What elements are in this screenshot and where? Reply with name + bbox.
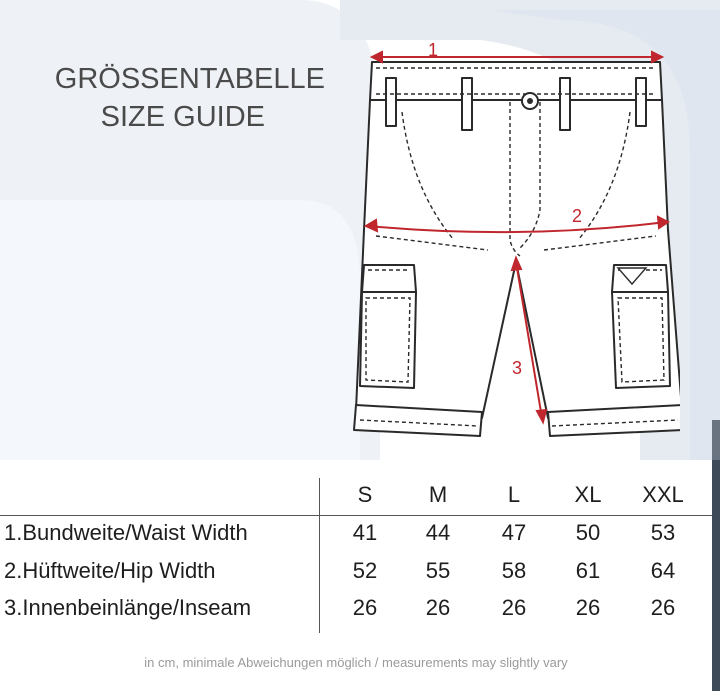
edge-bar-dark [712, 460, 720, 691]
table-cell: 47 [501, 520, 527, 545]
table-divider-horizontal [0, 515, 712, 516]
table-cell: 53 [650, 520, 676, 545]
marker-1: 1 [428, 40, 438, 60]
cargo-shorts-illustration: 1 2 3 [353, 40, 680, 437]
page-title: GRÖSSENTABELLE SIZE GUIDE [0, 60, 370, 136]
table-cell: 64 [650, 558, 676, 583]
title-line-english: SIZE GUIDE [100, 101, 265, 133]
row-label-hip: 2.Hüftweite/Hip Width [4, 558, 216, 583]
row-label-inseam: 3.Innenbeinlänge/Inseam [4, 595, 252, 620]
table-cell: 61 [575, 558, 601, 583]
size-header-l: L [507, 482, 521, 507]
table-cell: 26 [352, 595, 378, 620]
table-cell: 52 [352, 558, 378, 583]
table-cell: 55 [425, 558, 451, 583]
marker-3: 3 [512, 358, 522, 378]
title-line-german: GRÖSSENTABELLE [54, 63, 325, 95]
table-cell: 26 [425, 595, 451, 620]
table-cell: 26 [575, 595, 601, 620]
size-header-s: S [357, 482, 373, 507]
marker-2: 2 [572, 206, 582, 226]
size-header-xl: XL [574, 482, 602, 507]
row-label-waist: 1.Bundweite/Waist Width [4, 520, 248, 545]
size-header-m: M [428, 482, 448, 507]
table-cell: 50 [575, 520, 601, 545]
size-header-xxl: XXL [642, 482, 684, 507]
table-cell: 44 [425, 520, 451, 545]
table-cell: 58 [501, 558, 527, 583]
table-divider-vertical [319, 478, 320, 633]
measurement-note: in cm, minimale Abweichungen möglich / m… [144, 655, 568, 670]
table-cell: 41 [352, 520, 378, 545]
table-cell: 26 [501, 595, 527, 620]
edge-bar [712, 420, 720, 460]
table-cell: 26 [650, 595, 676, 620]
